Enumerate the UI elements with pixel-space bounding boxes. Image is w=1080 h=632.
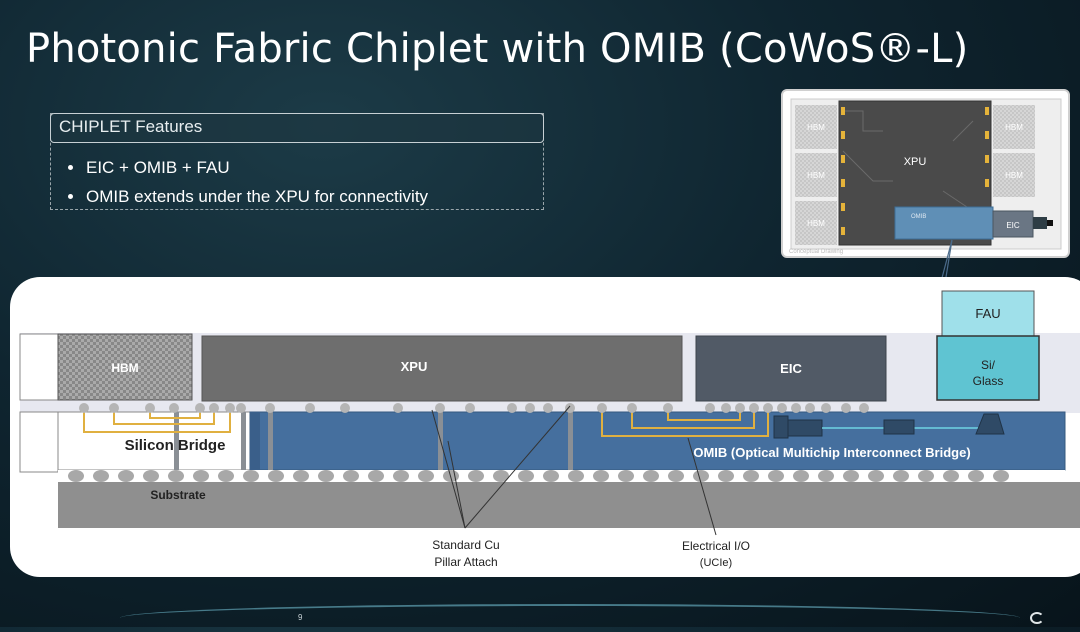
substrate bbox=[58, 482, 1080, 528]
fau-block bbox=[941, 290, 1035, 337]
inset-hbm-block bbox=[795, 201, 837, 245]
inset-omib-block bbox=[894, 206, 994, 240]
si-glass-label: Si/ bbox=[981, 358, 996, 372]
inset-hbm-label: HBM bbox=[1005, 123, 1023, 132]
inset-hbm-block bbox=[795, 105, 837, 149]
fau-label: FAU bbox=[975, 306, 1000, 321]
feature-item: EIC + OMIB + FAU bbox=[66, 153, 428, 182]
xpu-label: XPU bbox=[401, 359, 428, 374]
omib-label: OMIB (Optical Multichip Interconnect Bri… bbox=[693, 445, 970, 460]
inset-svg: HBM HBM HBM HBM HBM XPU OMIB EIC Concept… bbox=[789, 98, 1062, 255]
page-number: 9 bbox=[298, 613, 303, 622]
cu-pillar-callout: Standard Cu bbox=[432, 538, 499, 552]
substrate-label: Substrate bbox=[150, 488, 206, 502]
inset-hbm-label: HBM bbox=[807, 219, 825, 228]
grating-coupler bbox=[975, 413, 1005, 435]
inset-hbm-label: HBM bbox=[807, 171, 825, 180]
inset-hbm-block bbox=[795, 153, 837, 197]
feature-text: OMIB extends under the XPU for connectiv… bbox=[86, 187, 429, 206]
inset-drawing: HBM HBM HBM HBM HBM XPU OMIB EIC Concept… bbox=[781, 89, 1070, 258]
inset-eic-block bbox=[992, 210, 1034, 238]
micro-bumps bbox=[79, 403, 869, 413]
inset-fiber-connector bbox=[1033, 217, 1047, 229]
si-glass-block bbox=[936, 335, 1040, 401]
omib-wiring bbox=[601, 412, 769, 437]
bullet-icon bbox=[68, 165, 73, 170]
eic-label: EIC bbox=[780, 361, 802, 376]
bullet-icon bbox=[68, 194, 73, 199]
omib-interposer bbox=[249, 411, 1066, 471]
hbm-label: HBM bbox=[111, 361, 138, 375]
inset-hbm-block bbox=[993, 153, 1035, 197]
company-logo-icon bbox=[1030, 612, 1044, 624]
hbm-die bbox=[57, 333, 193, 401]
eic-die bbox=[695, 335, 887, 402]
inset-hbm-block bbox=[993, 105, 1035, 149]
feature-text: EIC + OMIB + FAU bbox=[86, 158, 230, 177]
electrical-io-callout: (UCIe) bbox=[700, 557, 732, 569]
inset-xpu-label: XPU bbox=[904, 156, 927, 168]
footer-swoosh bbox=[120, 604, 1020, 632]
inset-eic-label: EIC bbox=[1006, 221, 1020, 230]
optical-modulator bbox=[787, 419, 823, 437]
xpu-die bbox=[201, 335, 683, 402]
feature-item: OMIB extends under the XPU for connectiv… bbox=[66, 182, 428, 211]
silicon-bridge-label: Silicon Bridge bbox=[125, 437, 226, 454]
si-glass-label: Glass bbox=[973, 374, 1004, 388]
silicon-bridge-region bbox=[57, 411, 251, 471]
cu-pillar-callout: Pillar Attach bbox=[434, 555, 497, 569]
features-list: EIC + OMIB + FAU OMIB extends under the … bbox=[66, 153, 428, 211]
electrical-io-callout-line bbox=[687, 437, 717, 536]
silicon-bridge-wiring bbox=[83, 412, 231, 433]
inset-caption: Conceptual Drawing bbox=[789, 249, 843, 255]
features-heading: CHIPLET Features bbox=[50, 113, 544, 143]
c4-bumps bbox=[68, 470, 1009, 482]
inset-omib-label: OMIB bbox=[911, 214, 926, 220]
electrical-io-callout: Electrical I/O bbox=[682, 539, 750, 553]
slide-title: Photonic Fabric Chiplet with OMIB (CoWoS… bbox=[26, 26, 969, 72]
cu-pillar-callout-lines bbox=[431, 405, 571, 529]
inset-hbm-label: HBM bbox=[1005, 171, 1023, 180]
inset-hbm-label: HBM bbox=[807, 123, 825, 132]
